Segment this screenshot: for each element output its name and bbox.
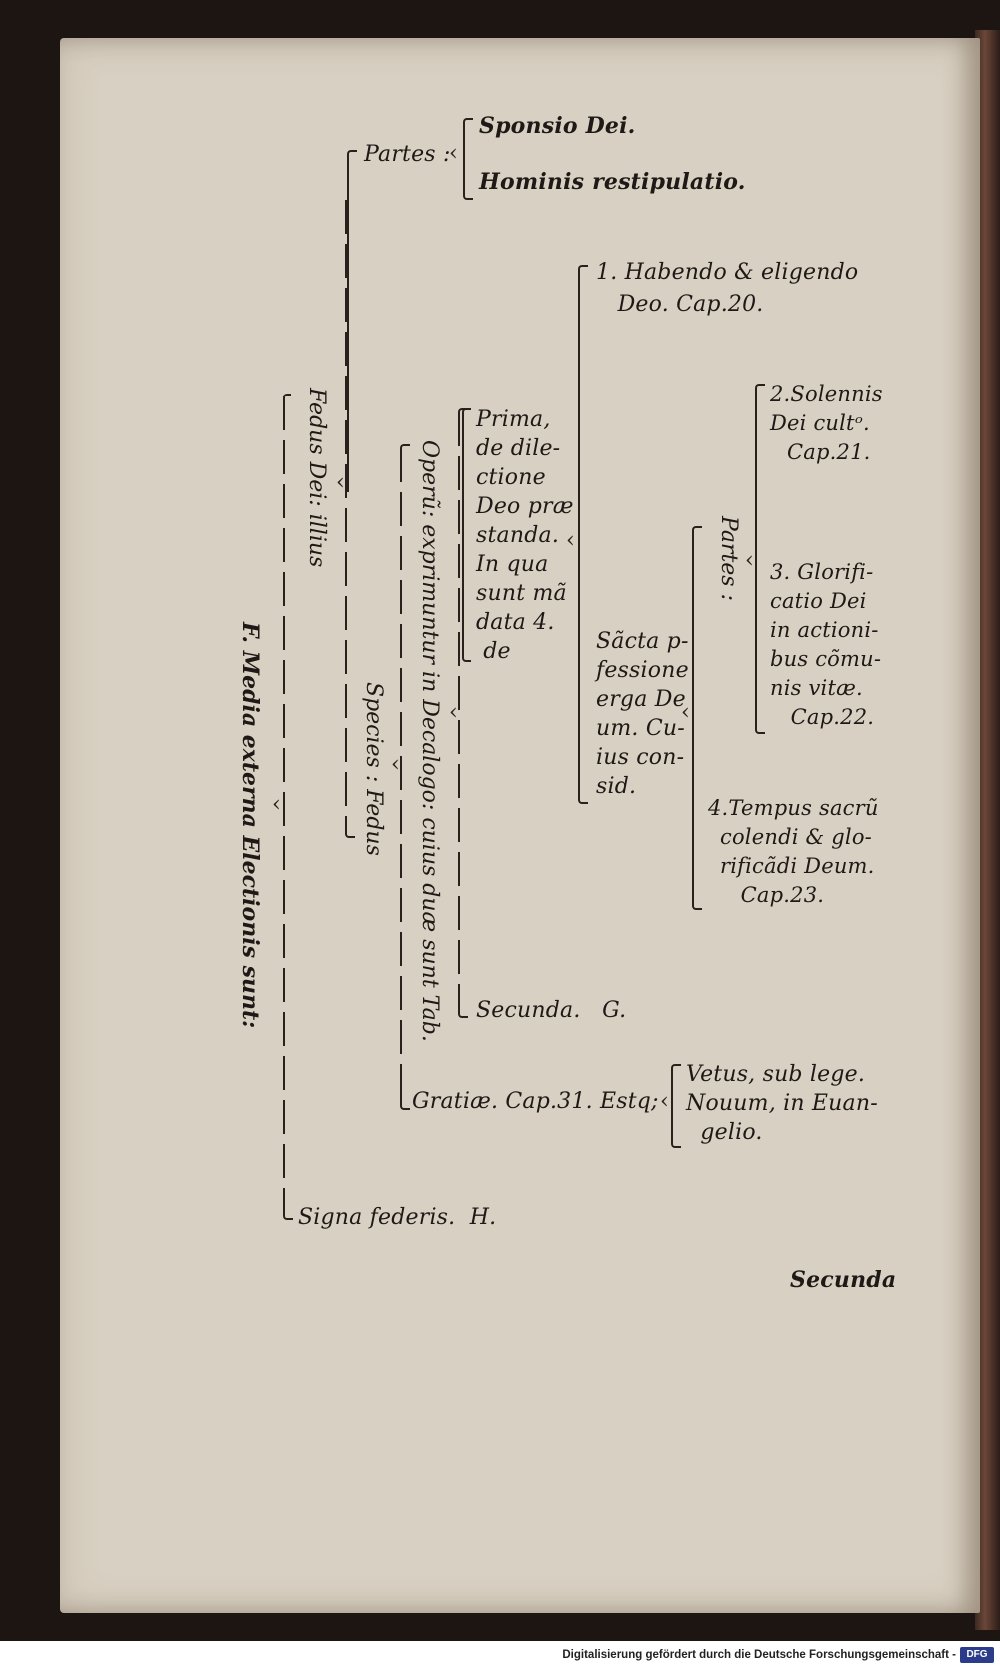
tempus-line-3: rificãdi Deum. <box>720 854 875 878</box>
digitization-footer: Digitalisierung gefördert durch die Deut… <box>0 1641 1000 1671</box>
tempus-line-1: 4.Tempus sacrũ <box>708 796 879 820</box>
prima-line-6: In qua <box>476 552 549 577</box>
gratiae-text: Gratiæ. Cap.31. Estq; <box>412 1089 659 1114</box>
prima-line-9: de <box>476 639 511 664</box>
tempus-line-2: colendi & glo- <box>720 825 872 849</box>
bracket-vetus <box>671 1064 681 1148</box>
bracket-partes-outer <box>347 150 357 492</box>
footer-text: Digitalisierung gefördert durch die Deut… <box>562 1649 956 1661</box>
bracket-media-line <box>283 396 285 1214</box>
prima-line-7: sunt mã <box>476 581 567 606</box>
tempus-line-4: Cap.23. <box>720 883 825 907</box>
habendo-line-2: Deo. Cap.20. <box>596 292 764 317</box>
bracket-fedus-point: ‹ <box>336 470 345 495</box>
dfg-logo: DFG <box>960 1647 994 1663</box>
bracket-de-point: ‹ <box>566 528 575 553</box>
bracket-media-top <box>283 394 291 406</box>
bracket-consid <box>692 526 702 910</box>
restipulatio-text: Hominis restipulatio. <box>479 169 746 195</box>
solennis-line-1: 2.Solennis <box>770 382 883 406</box>
bracket-operu-line <box>458 412 460 1002</box>
sacta-line-1: Sãcta p- <box>596 629 689 654</box>
glorifi-line-4: bus cõmu- <box>770 647 882 671</box>
bracket-vetus-point: ‹ <box>660 1089 669 1114</box>
bracket-operu-bottom <box>458 996 468 1018</box>
book-page <box>60 38 980 1613</box>
bracket-species-line <box>400 448 402 1098</box>
bracket-fedus-line <box>345 200 347 820</box>
sacta-line-4: um. Cu- <box>596 716 685 741</box>
glorifi-line-5: nis vitæ. <box>770 676 863 700</box>
glorifi-line-3: in actioni- <box>770 618 879 642</box>
bracket-media-bottom <box>283 1200 293 1220</box>
glorifi-line-6: Cap.22. <box>770 705 875 729</box>
prima-line-3: ctione <box>476 465 546 490</box>
bracket-fedus-bottom <box>345 820 355 838</box>
signa-federis-text: Signa federis. H. <box>298 1205 497 1230</box>
partes-label: Partes : <box>364 142 451 167</box>
bracket-partes-point: ‹ <box>449 141 458 166</box>
prima-line-8: data 4. <box>476 610 555 635</box>
bracket-partes-inner-point: ‹ <box>745 548 754 573</box>
sacta-line-2: fessione <box>596 658 689 683</box>
catchword: Secunda <box>790 1267 897 1293</box>
prima-line-1: Prima, <box>476 407 551 432</box>
vetus-line-2: Nouum, in Euan- <box>686 1091 878 1116</box>
operum-text: Operũ: exprimuntur in Decalogo: cuius du… <box>417 440 442 1042</box>
solennis-line-3: Cap.21. <box>787 440 871 464</box>
bracket-species-top <box>400 444 410 456</box>
sacta-line-6: sid. <box>596 774 637 799</box>
media-externa-text: F. Media externa Electionis sunt: <box>237 622 263 1029</box>
fedus-dei-text: Fedus Dei: illius <box>304 388 329 568</box>
vetus-line-1: Vetus, sub lege. <box>686 1062 866 1087</box>
bracket-species-point: ‹ <box>391 752 400 777</box>
bracket-species-bottom <box>400 1090 410 1110</box>
bracket-consid-point: ‹ <box>681 700 690 725</box>
bracket-partes <box>463 118 473 200</box>
solennis-line-2: Dei cultᵒ. <box>770 411 870 435</box>
vetus-line-3: gelio. <box>686 1120 763 1145</box>
glorifi-line-1: 3. Glorifi- <box>770 560 874 584</box>
glorifi-line-2: catio Dei <box>770 589 867 613</box>
bracket-media-point: ‹ <box>272 792 281 817</box>
bracket-partes-inner <box>755 384 765 734</box>
prima-line-5: standa. <box>476 523 560 548</box>
bracket-operu-point: ‹ <box>449 700 458 725</box>
secunda-g-text: Secunda. G. <box>476 998 627 1023</box>
partes-vertical-text: Partes : <box>716 516 741 602</box>
habendo-line-1: 1. Habendo & eligendo <box>596 260 859 285</box>
sponsio-text: Sponsio Dei. <box>479 113 636 139</box>
species-fedus-text: Species : Fedus <box>361 682 386 856</box>
prima-line-2: de dile- <box>476 436 561 461</box>
prima-line-4: Deo præ <box>476 494 574 519</box>
bracket-prima <box>462 408 471 662</box>
sacta-line-5: ius con- <box>596 745 685 770</box>
bracket-de <box>578 265 588 804</box>
sacta-line-3: erga De <box>596 687 686 712</box>
